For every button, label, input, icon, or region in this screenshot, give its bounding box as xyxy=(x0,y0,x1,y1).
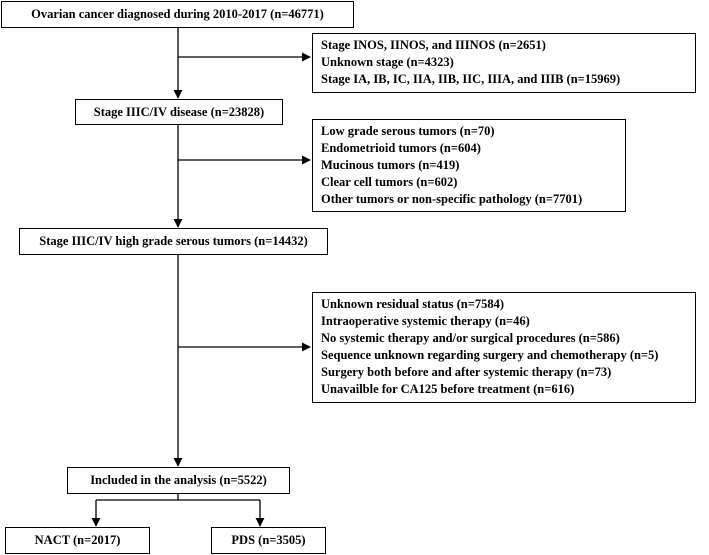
box-nact-label: NACT (n=2017) xyxy=(34,533,121,547)
box-nact: NACT (n=2017) xyxy=(5,527,150,554)
exclusion3-line: Surgery both before and after systemic t… xyxy=(321,365,612,379)
exclusion1-line: Stage INOS, IINOS, and IIINOS (n=2651) xyxy=(321,38,546,52)
box-diagnosed: Ovarian cancer diagnosed during 2010-201… xyxy=(1,1,354,28)
box-exclusion-histology: Low grade serous tumors (n=70) Endometri… xyxy=(312,119,626,212)
exclusion2-line: Other tumors or non-specific pathology (… xyxy=(321,192,583,206)
exclusion1-line: Stage IA, IB, IC, IIA, IIB, IIC, IIIA, a… xyxy=(321,72,621,86)
box-included-label: Included in the analysis (n=5522) xyxy=(90,473,267,487)
box-stage-disease-label: Stage IIIC/IV disease (n=23828) xyxy=(93,104,265,119)
exclusion1-line: Unknown stage (n=4323) xyxy=(321,55,454,69)
box-high-grade-label: Stage IIIC/IV high grade serous tumors (… xyxy=(39,234,308,248)
box-exclusion-stage: Stage INOS, IINOS, and IIINOS (n=2651) U… xyxy=(312,33,696,93)
exclusion2-line: Endometrioid tumors (n=604) xyxy=(321,141,481,155)
exclusion3-line: No systemic therapy and/or surgical proc… xyxy=(321,331,620,345)
exclusion3-line: Unavailble for CA125 before treatment (n… xyxy=(321,382,575,396)
exclusion2-line: Mucinous tumors (n=419) xyxy=(321,158,460,172)
exclusion3-line: Intraoperative systemic therapy (n=46) xyxy=(321,314,530,328)
box-included: Included in the analysis (n=5522) xyxy=(67,467,290,494)
box-diagnosed-label: Ovarian cancer diagnosed during 2010-201… xyxy=(31,7,324,21)
box-pds: PDS (n=3505) xyxy=(211,527,326,554)
exclusion2-line: Low grade serous tumors (n=70) xyxy=(321,124,495,138)
box-stage-disease: Stage IIIC/IV disease (n=23828) xyxy=(75,99,283,125)
box-high-grade: Stage IIIC/IV high grade serous tumors (… xyxy=(19,228,328,255)
exclusion2-line: Clear cell tumors (n=602) xyxy=(321,175,458,189)
exclusion3-line: Sequence unknown regarding surgery and c… xyxy=(321,348,659,362)
box-pds-label: PDS (n=3505) xyxy=(231,533,306,547)
box-exclusion-treatment: Unknown residual status (n=7584) Intraop… xyxy=(312,292,696,403)
exclusion3-line: Unknown residual status (n=7584) xyxy=(321,297,504,311)
